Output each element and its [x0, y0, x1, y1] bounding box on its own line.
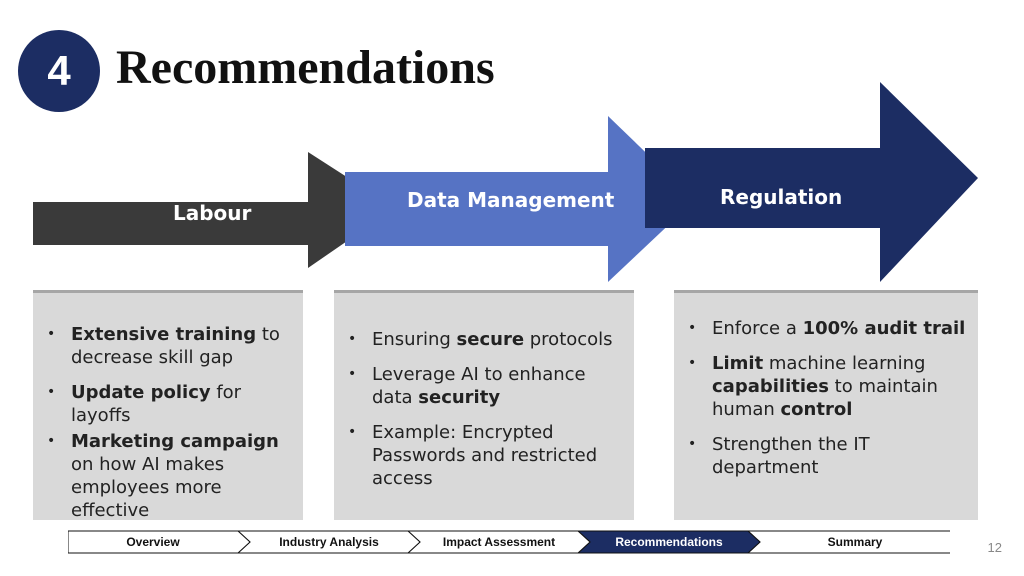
regulation-bullet: Limit machine learning capabilities to m… [682, 352, 968, 421]
labour-bullet: Extensive training to decrease skill gap [41, 323, 293, 369]
process-arrows [33, 82, 978, 282]
labour-list: Extensive training to decrease skill gap… [41, 323, 293, 522]
data-management-bullet: Ensuring secure protocols [342, 328, 624, 351]
data-management-panel: Ensuring secure protocolsLeverage AI to … [334, 290, 634, 520]
nav-tab-impact-assessment[interactable]: Impact Assessment [442, 535, 556, 549]
slide-title: Recommendations [116, 41, 495, 94]
data-management-bullet: Leverage AI to enhance data security [342, 363, 624, 409]
regulation-arrow [645, 82, 978, 282]
arrow-label-labour: Labour [173, 201, 252, 225]
section-number-badge: 4 [18, 30, 100, 112]
arrow-label-data-management: Data Management [407, 188, 615, 212]
nav-tab-industry-analysis[interactable]: Industry Analysis [279, 535, 379, 549]
regulation-bullet: Enforce a 100% audit trail [682, 317, 968, 340]
labour-bullet: Marketing campaign on how AI makes emplo… [41, 430, 293, 522]
labour-panel: Extensive training to decrease skill gap… [33, 290, 303, 522]
labour-arrow [33, 152, 395, 268]
section-number: 4 [47, 47, 71, 94]
data-management-list: Ensuring secure protocolsLeverage AI to … [342, 328, 624, 490]
labour-bullet: Update policy for layoffs [41, 381, 293, 427]
regulation-bullet: Strengthen the IT department [682, 433, 968, 479]
nav-chevrons [68, 530, 950, 554]
page-number: 12 [987, 540, 1002, 555]
nav-tab-summary[interactable]: Summary [827, 535, 883, 549]
regulation-panel: Enforce a 100% audit trailLimit machine … [674, 290, 978, 520]
progress-navigation: Overview Industry Analysis Impact Assessme… [68, 530, 950, 554]
nav-chevron [68, 530, 251, 554]
arrow-label-regulation: Regulation [720, 185, 843, 209]
nav-tab-overview[interactable]: Overview [126, 535, 180, 549]
nav-tab-recommendations[interactable]: Recommendations [615, 535, 723, 549]
data-management-bullet: Example: Encrypted Passwords and restric… [342, 421, 624, 490]
data-management-arrow [345, 116, 695, 282]
regulation-list: Enforce a 100% audit trailLimit machine … [682, 317, 968, 479]
